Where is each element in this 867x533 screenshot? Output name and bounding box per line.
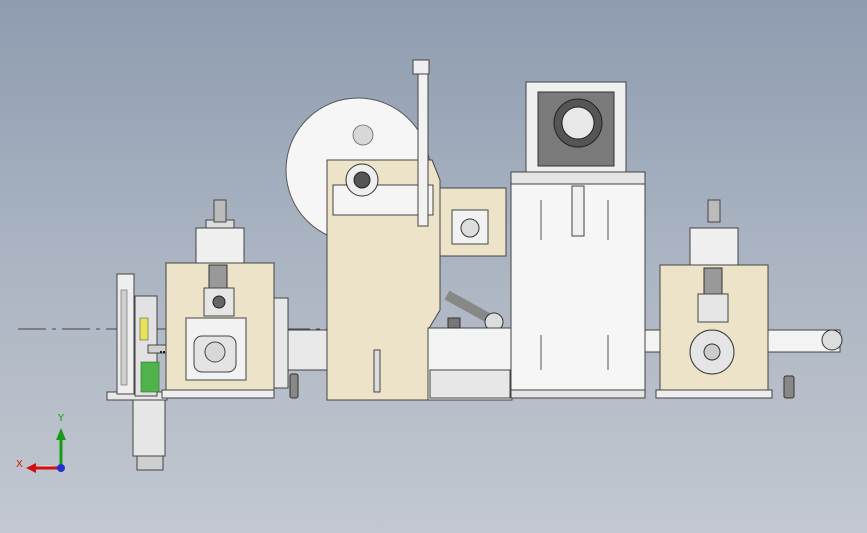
right-vision-frame[interactable] [510, 81, 646, 399]
right-drive-unit[interactable] [644, 199, 843, 399]
left-drive-unit[interactable] [161, 199, 329, 399]
center-slide-block[interactable] [427, 317, 513, 401]
coordinate-triad-icon [26, 428, 66, 473]
triad-x-label: X [16, 459, 23, 470]
coordinate-triad: Y X [14, 410, 84, 480]
triad-y-label: Y [58, 413, 65, 424]
left-feeder-assembly[interactable] [106, 273, 190, 471]
center-motor-plate[interactable] [439, 187, 507, 257]
